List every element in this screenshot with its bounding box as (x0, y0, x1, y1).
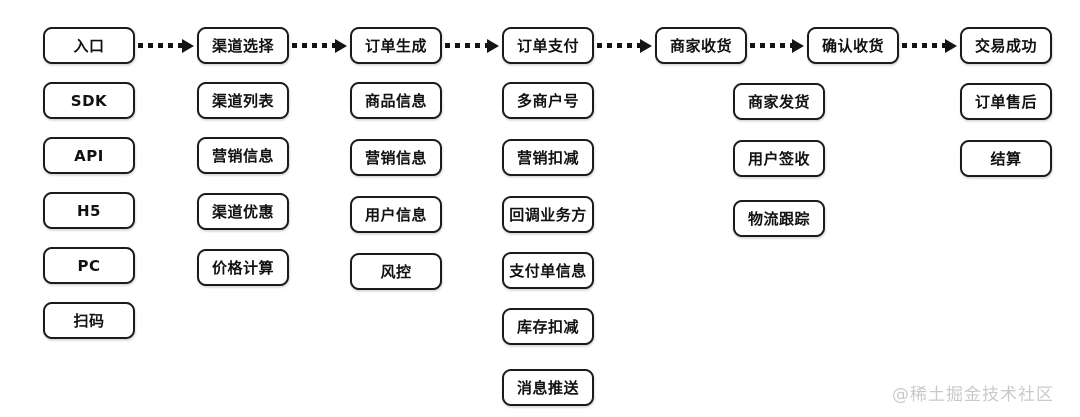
sub-node: 商家发货 (733, 83, 825, 120)
sub-node: 库存扣减 (502, 308, 594, 345)
stage-node-5: 商家收货 (655, 27, 747, 64)
dotted-line (138, 43, 182, 48)
arrowhead-icon (335, 38, 347, 53)
sub-node: 营销信息 (350, 139, 442, 176)
stage-node-2: 渠道选择 (197, 27, 289, 64)
stage-node-1: 入口 (43, 27, 135, 64)
sub-node: 渠道优惠 (197, 193, 289, 230)
flow-arrow (138, 38, 194, 53)
arrowhead-icon (640, 38, 652, 53)
arrowhead-icon (487, 38, 499, 53)
watermark: @稀土掘金技术社区 (892, 385, 1054, 405)
stage-node-3: 订单生成 (350, 27, 442, 64)
sub-node: API (43, 137, 135, 174)
flow-arrow (750, 38, 804, 53)
sub-node: 订单售后 (960, 83, 1052, 120)
sub-node: 价格计算 (197, 249, 289, 286)
sub-node: 消息推送 (502, 369, 594, 406)
sub-node: 渠道列表 (197, 82, 289, 119)
sub-node: 营销扣减 (502, 139, 594, 176)
sub-node: 营销信息 (197, 137, 289, 174)
flow-arrow (902, 38, 957, 53)
stage-node-7: 交易成功 (960, 27, 1052, 64)
sub-node: SDK (43, 82, 135, 119)
flow-arrow (597, 38, 652, 53)
sub-node: 扫码 (43, 302, 135, 339)
sub-node: H5 (43, 192, 135, 229)
sub-node: 用户信息 (350, 196, 442, 233)
arrowhead-icon (945, 38, 957, 53)
stage-node-4: 订单支付 (502, 27, 594, 64)
sub-node: PC (43, 247, 135, 284)
stage-node-6: 确认收货 (807, 27, 899, 64)
dotted-line (597, 43, 640, 48)
sub-node: 商品信息 (350, 82, 442, 119)
flow-arrow (445, 38, 499, 53)
sub-node: 结算 (960, 140, 1052, 177)
dotted-line (902, 43, 945, 48)
sub-node: 用户签收 (733, 140, 825, 177)
dotted-line (750, 43, 792, 48)
dotted-line (292, 43, 335, 48)
dotted-line (445, 43, 487, 48)
sub-node: 物流跟踪 (733, 200, 825, 237)
sub-node: 回调业务方 (502, 196, 594, 233)
arrowhead-icon (792, 38, 804, 53)
sub-node: 支付单信息 (502, 252, 594, 289)
sub-node: 风控 (350, 253, 442, 290)
sub-node: 多商户号 (502, 82, 594, 119)
arrowhead-icon (182, 38, 194, 53)
flow-arrow (292, 38, 347, 53)
